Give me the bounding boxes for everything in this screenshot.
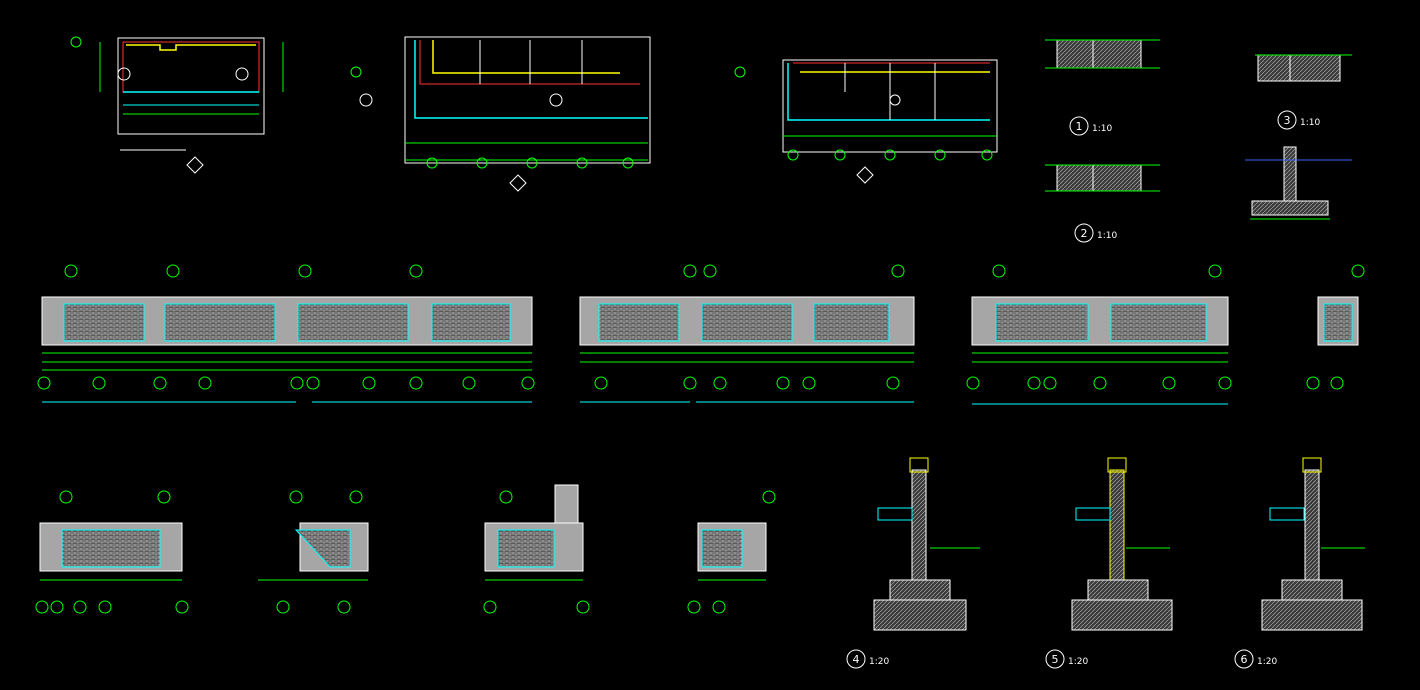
section-5 xyxy=(1071,457,1173,631)
detail-scale-2: 1:10 xyxy=(1097,231,1117,241)
detail-callout-5: 5 1:20 xyxy=(1045,649,1088,669)
detail-1 xyxy=(1045,39,1160,136)
plan-1 xyxy=(70,36,284,174)
elevation-1 xyxy=(37,264,535,403)
detail-scale-5: 1:20 xyxy=(1068,657,1088,667)
elevation-7 xyxy=(483,484,590,614)
detail-callout-3: 3 1:10 xyxy=(1284,114,1321,128)
elevation-6 xyxy=(258,490,369,614)
elevation-3 xyxy=(966,264,1232,405)
detail-scale-3: 1:10 xyxy=(1300,118,1320,128)
detail-number-5: 5 xyxy=(1052,653,1059,666)
elevation-5 xyxy=(35,490,189,614)
elevation-4 xyxy=(1306,264,1365,390)
section-6 xyxy=(1261,457,1365,631)
detail-number-3: 3 xyxy=(1284,114,1291,127)
detail-callout-6: 6 1:20 xyxy=(1234,649,1277,669)
detail-callout-2: 2 1:10 xyxy=(1081,227,1118,241)
detail-3 xyxy=(1255,54,1352,130)
detail-number-1: 1 xyxy=(1076,120,1083,133)
detail-number-2: 2 xyxy=(1081,227,1088,240)
pier-section xyxy=(1245,146,1352,220)
detail-scale-1: 1:10 xyxy=(1092,124,1112,134)
elevation-8 xyxy=(687,490,776,614)
detail-callout-4: 4 1:20 xyxy=(846,649,889,669)
plan-2 xyxy=(350,36,651,192)
detail-2 xyxy=(1045,164,1160,243)
detail-number-4: 4 xyxy=(853,653,860,666)
elevation-2 xyxy=(579,264,915,403)
detail-scale-6: 1:20 xyxy=(1257,657,1277,667)
detail-callout-1: 1 1:10 xyxy=(1076,120,1113,134)
plan-3 xyxy=(734,59,998,184)
detail-number-6: 6 xyxy=(1241,653,1248,666)
section-4 xyxy=(873,457,980,631)
detail-scale-4: 1:20 xyxy=(869,657,889,667)
